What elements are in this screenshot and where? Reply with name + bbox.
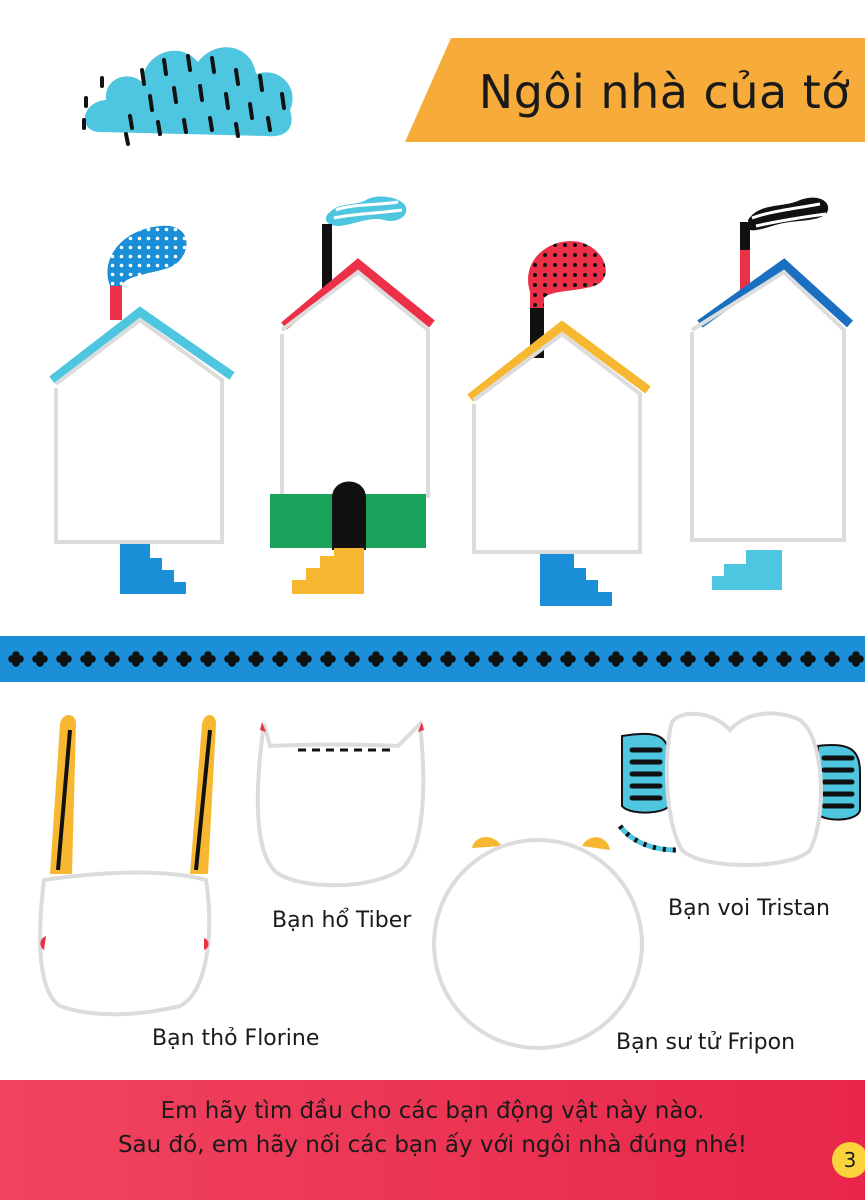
- animals-illustration: [38, 711, 861, 1050]
- instructions-footer: Em hãy tìm đầu cho các bạn động vật này …: [0, 1080, 865, 1200]
- lion-body: [432, 837, 644, 1050]
- house-1: [49, 225, 235, 594]
- lion-label: Bạn sư tử Fripon: [616, 1030, 796, 1055]
- tiger-body: [255, 719, 426, 888]
- decorative-border-strip: [0, 636, 865, 682]
- elephant-label: Bạn voi Tristan: [668, 896, 830, 921]
- title-banner: [405, 38, 865, 142]
- clover-pattern: [8, 651, 864, 667]
- elephant-body: [617, 711, 861, 867]
- cloud-illustration: [82, 47, 293, 146]
- houses-illustration: [49, 196, 854, 606]
- house-2: [270, 196, 435, 594]
- house-3: [467, 241, 651, 606]
- instruction-line-1: Em hãy tìm đầu cho các bạn động vật này …: [160, 1098, 705, 1124]
- tiger-label: Bạn hổ Tiber: [272, 908, 412, 933]
- house-4: [690, 197, 854, 590]
- page-number: 3: [832, 1142, 865, 1178]
- page-title: Ngôi nhà của tớ: [478, 65, 850, 119]
- rabbit-body: [38, 715, 216, 1017]
- rabbit-label: Bạn thỏ Florine: [152, 1026, 320, 1051]
- instruction-line-2: Sau đó, em hãy nối các bạn ấy với ngôi n…: [117, 1132, 748, 1158]
